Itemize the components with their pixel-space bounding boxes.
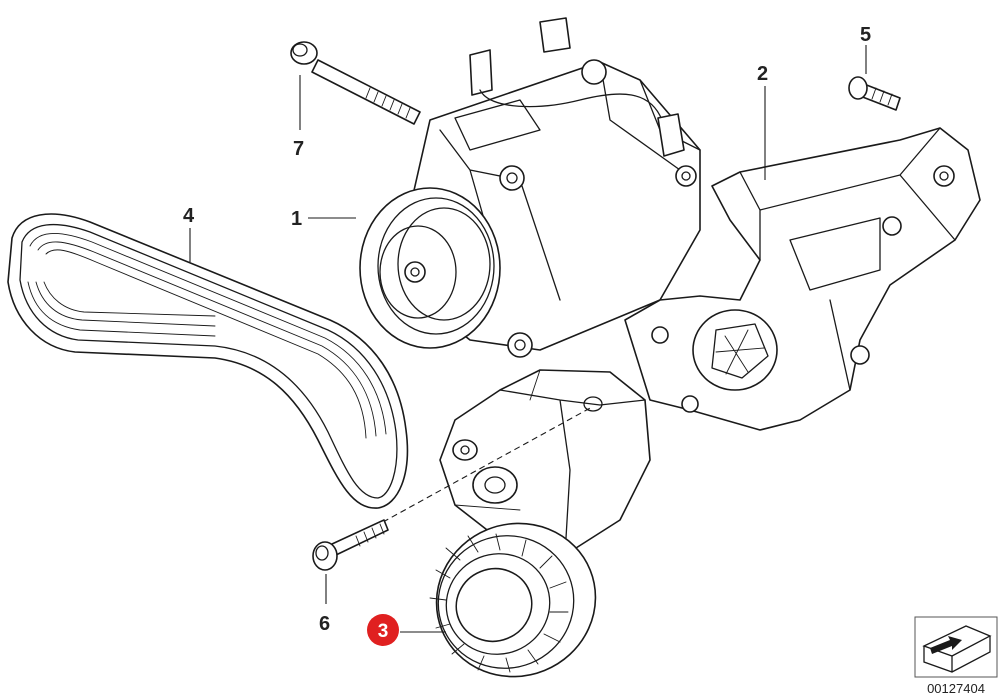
mounting-bracket[interactable] [624, 127, 981, 431]
long-bolt[interactable] [290, 41, 421, 125]
direction-arrow-icon [922, 625, 992, 673]
callout-3[interactable]: 3 [378, 621, 389, 642]
callout-4[interactable]: 4 [183, 205, 195, 227]
ac-compressor[interactable] [359, 17, 701, 358]
tensioner-pulley[interactable] [413, 500, 618, 699]
short-bolt[interactable] [848, 76, 901, 111]
tensioner-bolt[interactable] [312, 519, 389, 571]
callout-2[interactable]: 2 [757, 63, 768, 85]
orientation-box [914, 616, 998, 678]
ribbed-belt[interactable] [7, 213, 409, 509]
callout-6[interactable]: 6 [319, 613, 330, 635]
callout-3-highlighted[interactable]: 3 [367, 614, 399, 646]
callout-7[interactable]: 7 [293, 138, 304, 160]
belt-tensioner[interactable] [439, 369, 651, 556]
reference-number: 00127404 [927, 681, 985, 696]
callout-5[interactable]: 5 [860, 24, 871, 46]
callout-1[interactable]: 1 [291, 208, 302, 230]
